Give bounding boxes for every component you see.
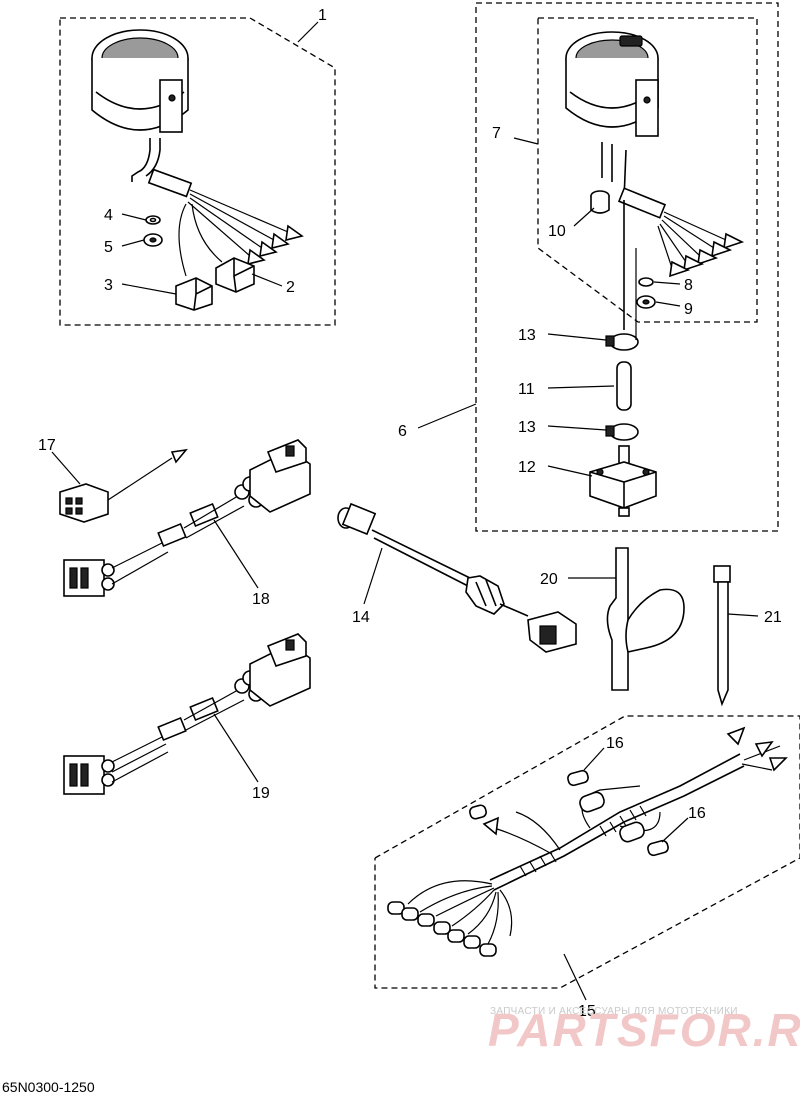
group-1-outline bbox=[59, 17, 336, 326]
part-3-connector bbox=[175, 277, 213, 311]
watermark-tagline: ЗАПЧАСТИ И АКСЕССУАРЫ ДЛЯ МОТОТЕХНИКИ bbox=[490, 1006, 738, 1017]
callout-2: 2 bbox=[286, 279, 295, 296]
part-17-socket bbox=[59, 448, 188, 523]
callout-15: 15 bbox=[578, 1003, 596, 1020]
callout-12: 12 bbox=[518, 459, 536, 476]
part-9-nut bbox=[636, 295, 656, 309]
part-20-hose bbox=[606, 547, 685, 691]
callout-10: 10 bbox=[548, 223, 566, 240]
callout-6: 6 bbox=[398, 423, 407, 440]
callout-14: 14 bbox=[352, 609, 370, 626]
group-6-outline bbox=[475, 2, 779, 532]
part-19-harness bbox=[63, 633, 311, 795]
part-18-harness bbox=[63, 439, 311, 597]
callout-19: 19 bbox=[252, 785, 270, 802]
callout-18: 18 bbox=[252, 591, 270, 608]
callout-1: 1 bbox=[318, 7, 327, 24]
callout-7: 7 bbox=[492, 125, 501, 142]
part-21-cable-tie bbox=[713, 565, 731, 707]
callout-9: 9 bbox=[684, 301, 693, 318]
group-15-outline bbox=[374, 715, 800, 989]
part-10-cap bbox=[590, 190, 610, 214]
group-7-outline bbox=[537, 17, 758, 323]
callout-20: 20 bbox=[540, 571, 558, 588]
callout-5: 5 bbox=[104, 239, 113, 256]
part-14-adapter bbox=[337, 502, 577, 653]
gauge-7 bbox=[565, 31, 745, 330]
part-5-nut bbox=[143, 233, 163, 247]
part-12-sender bbox=[589, 445, 657, 517]
part-16-fuse-b bbox=[647, 839, 669, 857]
callout-13-bottom: 13 bbox=[518, 419, 536, 436]
part-15-main-harness bbox=[387, 726, 788, 957]
part-13-clamp-bottom bbox=[605, 423, 639, 441]
callout-17: 17 bbox=[38, 437, 56, 454]
callout-21: 21 bbox=[764, 609, 782, 626]
diagram-code: 65N0300-1250 bbox=[2, 1079, 95, 1095]
part-11-tube bbox=[616, 361, 632, 411]
leader-lines bbox=[51, 21, 759, 1001]
watermark: ЗАПЧАСТИ И АКСЕССУАРЫ ДЛЯ МОТОТЕХНИКИ PA… bbox=[488, 1004, 800, 1056]
callouts: 1 2 3 4 5 6 7 8 9 10 11 12 13 13 14 15 1… bbox=[38, 7, 782, 1020]
part-4-washer bbox=[145, 215, 161, 225]
watermark-logo: PARTSFOR.RU bbox=[488, 1004, 800, 1056]
callout-4: 4 bbox=[104, 207, 113, 224]
part-8-washer bbox=[638, 277, 654, 287]
gauge-1 bbox=[91, 29, 304, 277]
callout-8: 8 bbox=[684, 277, 693, 294]
callout-13-top: 13 bbox=[518, 327, 536, 344]
callout-16-a: 16 bbox=[606, 735, 624, 752]
callout-16-b: 16 bbox=[688, 805, 706, 822]
part-2-connector bbox=[215, 257, 255, 293]
part-13-clamp-top bbox=[605, 333, 639, 351]
part-16-fuse-a bbox=[567, 769, 589, 787]
callout-11: 11 bbox=[518, 381, 535, 398]
callout-3: 3 bbox=[104, 277, 113, 294]
